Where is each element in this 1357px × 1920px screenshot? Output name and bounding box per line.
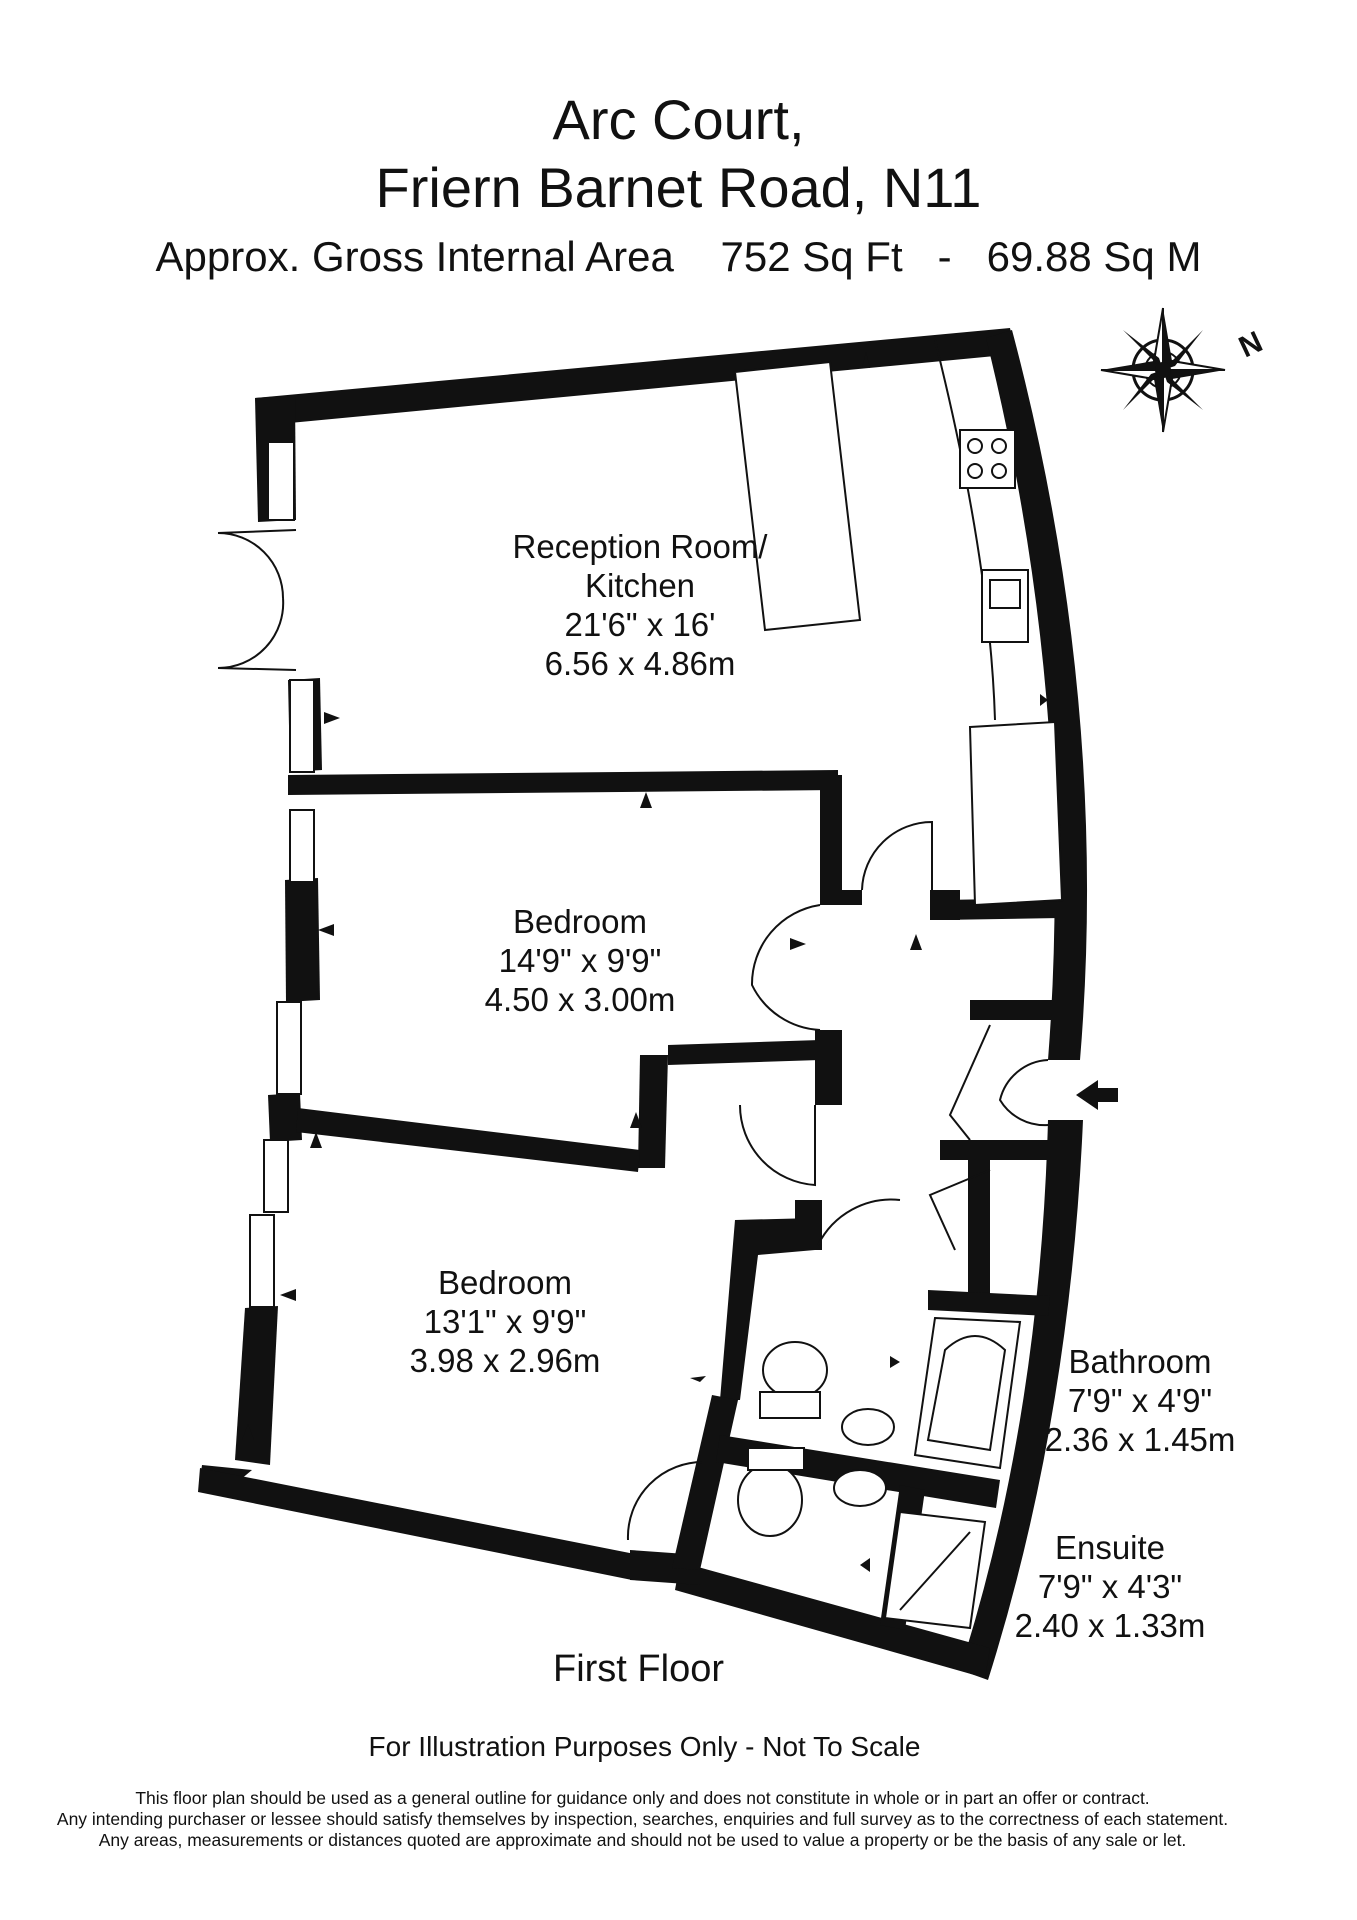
- room-bedroom-1: Bedroom 14'9" x 9'9" 4.50 x 3.00m: [430, 902, 730, 1019]
- room-ensuite: Ensuite 7'9" x 4'3" 2.40 x 1.33m: [1005, 1528, 1215, 1645]
- room-imperial: 21'6" x 16': [564, 606, 716, 643]
- room-metric: 2.40 x 1.33m: [1014, 1607, 1206, 1644]
- door-swings: [626, 820, 1049, 1541]
- room-bathroom: Bathroom 7'9" x 4'9" 2.36 x 1.45m: [1035, 1342, 1245, 1459]
- room-reception-kitchen: Reception Room/ Kitchen 21'6" x 16' 6.56…: [480, 527, 800, 683]
- title-line-2: Friern Barnet Road, N11: [375, 156, 982, 219]
- room-name: Ensuite: [1054, 1529, 1166, 1566]
- hob-icon: [959, 429, 1016, 489]
- room-metric: 3.98 x 2.96m: [409, 1342, 601, 1379]
- room-name-line-1: Reception Room/: [512, 528, 768, 565]
- basin-icon: [841, 1408, 895, 1446]
- compass-rose-icon: [1100, 307, 1226, 433]
- room-name: Bathroom: [1068, 1343, 1212, 1380]
- internal-walls: [288, 770, 1060, 1630]
- opening-markers: [242, 352, 1048, 1572]
- north-label: N: [1234, 325, 1268, 364]
- gross-internal-area: Approx. Gross Internal Area 752 Sq Ft - …: [0, 236, 1357, 278]
- toilet-icon: [762, 1341, 828, 1399]
- room-metric: 4.50 x 3.00m: [484, 981, 676, 1018]
- floor-label: First Floor: [553, 1648, 724, 1690]
- entrance-arrow-icon: [1076, 1080, 1118, 1110]
- disclaimer-line-1: This floor plan should be used as a gene…: [135, 1788, 1150, 1808]
- area-label: Approx. Gross Internal Area: [155, 233, 674, 280]
- area-sqft: 752 Sq Ft: [720, 233, 903, 280]
- room-metric: 6.56 x 4.86m: [544, 645, 736, 682]
- room-bedroom-2: Bedroom 13'1" x 9'9" 3.98 x 2.96m: [355, 1263, 655, 1380]
- room-name-line-2: Kitchen: [584, 567, 696, 604]
- title-line-1: Arc Court,: [552, 88, 805, 151]
- ensuite-toilet-icon: [737, 1463, 803, 1537]
- bathroom-fittings: [737, 1316, 1022, 1630]
- room-name: Bedroom: [513, 903, 647, 940]
- left-windows: [217, 441, 315, 1308]
- room-imperial: 7'9" x 4'9": [1067, 1382, 1213, 1419]
- area-sqm: 69.88 Sq M: [986, 233, 1202, 280]
- kitchen-fittings: [733, 339, 1064, 907]
- room-name: Bedroom: [438, 1264, 572, 1301]
- room-metric: 2.36 x 1.45m: [1044, 1421, 1236, 1458]
- illustration-note: For Illustration Purposes Only - Not To …: [368, 1731, 921, 1762]
- room-imperial: 7'9" x 4'3": [1037, 1568, 1183, 1605]
- disclaimer-line-3: Any areas, measurements or distances quo…: [98, 1830, 1187, 1850]
- area-separator: -: [937, 233, 952, 280]
- room-imperial: 13'1" x 9'9": [423, 1303, 587, 1340]
- disclaimer-line-2: Any intending purchaser or lessee should…: [56, 1809, 1229, 1829]
- room-imperial: 14'9" x 9'9": [498, 942, 662, 979]
- ensuite-basin-icon: [833, 1469, 887, 1507]
